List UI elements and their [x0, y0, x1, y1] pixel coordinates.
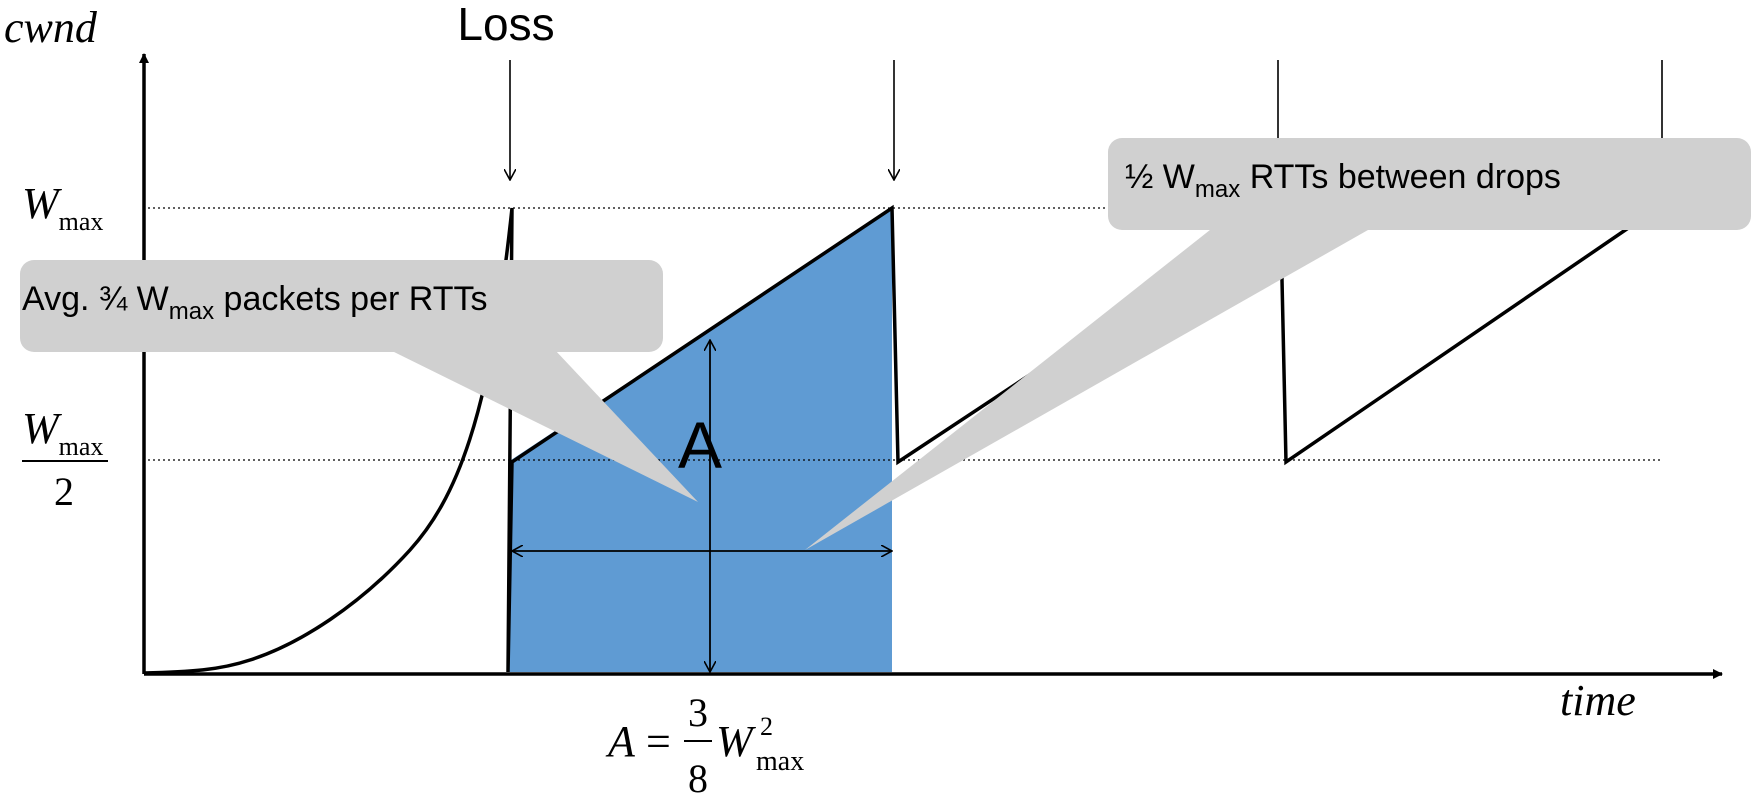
x-axis-label: time	[1560, 676, 1636, 725]
formula-subscript: max	[756, 746, 804, 777]
callout-rtts-between-drops: ½ Wmax RTTs between drops	[805, 138, 1751, 550]
formula-variable: W	[716, 717, 756, 766]
half-wmax-denominator: 2	[54, 469, 74, 514]
callout-avg-box	[20, 260, 663, 352]
callout-rtts-box	[1108, 138, 1751, 230]
wmax-tick-label: Wmax	[22, 179, 103, 236]
callout-avg-pointer	[390, 350, 698, 502]
callout-rtts-text: ½ Wmax RTTs between drops	[1125, 158, 1561, 203]
formula-numerator: 3	[688, 690, 708, 735]
callout-avg-packets: Avg. ¾ Wmax packets per RTTs	[20, 260, 698, 502]
area-label: A	[678, 408, 722, 482]
loss-label: Loss	[457, 0, 554, 50]
callout-avg-text: Avg. ¾ Wmax packets per RTTs	[22, 280, 487, 325]
half-wmax-numerator: Wmax	[22, 404, 103, 461]
half-wmax-tick-label: Wmax 2	[22, 404, 108, 514]
formula-lhs: A	[605, 717, 636, 766]
formula-denominator: 8	[688, 756, 708, 800]
area-formula: A = 3 8 W 2 max	[605, 690, 804, 800]
formula-superscript: 2	[760, 712, 773, 741]
y-axis-label: cwnd	[4, 3, 98, 52]
formula-equals: =	[646, 717, 671, 766]
callout-rtts-pointer	[805, 226, 1375, 550]
cwnd-curve	[143, 204, 1641, 675]
